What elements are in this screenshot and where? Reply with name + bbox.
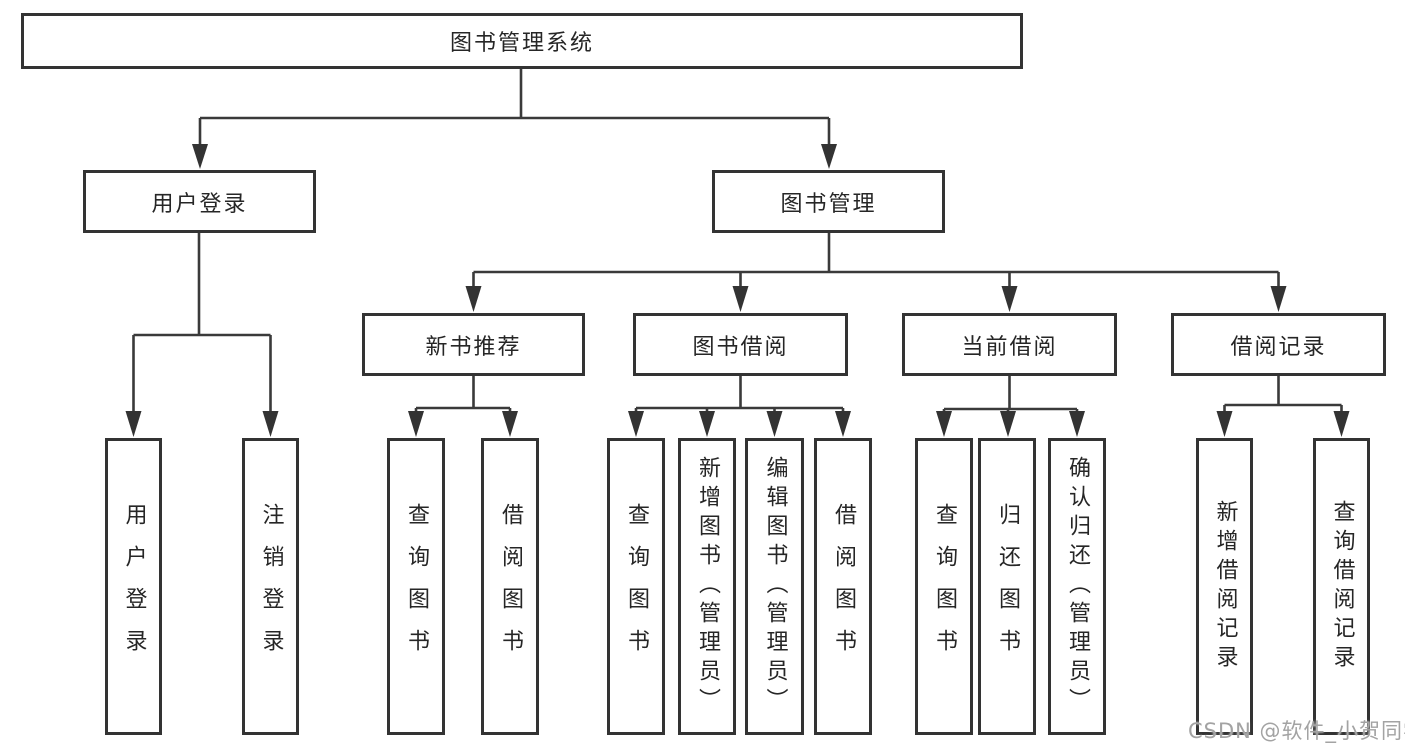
node-user-login: 用户登录 bbox=[83, 170, 316, 233]
node-nbr-query-book: 查询图书 bbox=[387, 438, 445, 735]
node-library-system: 图书管理系统 bbox=[21, 13, 1023, 69]
edge-line bbox=[132, 233, 272, 412]
node-borrow-record: 借阅记录 bbox=[1171, 313, 1386, 376]
node-cb-return-book: 归还图书 bbox=[978, 438, 1036, 735]
node-book-management: 图书管理 bbox=[712, 170, 945, 233]
node-bb-borrow-book: 借阅图书 bbox=[814, 438, 872, 735]
edge-line bbox=[198, 69, 831, 146]
edge-line bbox=[472, 233, 1280, 288]
node-bb-edit-book-admin: 编辑图书（管理员） bbox=[745, 438, 804, 735]
arrow-down-icon bbox=[835, 411, 851, 437]
arrow-down-icon bbox=[1069, 411, 1085, 437]
arrow-down-icon bbox=[628, 411, 644, 437]
edge-book-borrow-to-leaves bbox=[628, 376, 851, 437]
node-br-query-record: 查询借阅记录 bbox=[1313, 438, 1370, 735]
node-user-login-leaf: 用户登录 bbox=[105, 438, 162, 735]
node-logout-leaf: 注销登录 bbox=[242, 438, 299, 735]
edge-line bbox=[414, 376, 512, 412]
node-cb-query-book: 查询图书 bbox=[915, 438, 973, 735]
arrow-down-icon bbox=[1000, 411, 1016, 437]
node-br-add-record: 新增借阅记录 bbox=[1196, 438, 1253, 735]
arrow-down-icon bbox=[1216, 411, 1233, 437]
edge-line bbox=[634, 376, 845, 412]
arrow-down-icon bbox=[465, 286, 482, 312]
arrow-down-icon bbox=[821, 144, 837, 169]
arrow-down-icon bbox=[1333, 411, 1350, 437]
node-bb-add-book-admin: 新增图书（管理员） bbox=[678, 438, 736, 735]
node-current-borrow: 当前借阅 bbox=[902, 313, 1117, 376]
arrow-down-icon bbox=[262, 411, 279, 437]
arrow-down-icon bbox=[502, 411, 518, 437]
arrow-down-icon bbox=[936, 411, 952, 437]
watermark: CSDN @软件_小贺同学 bbox=[1188, 719, 1405, 743]
edge-book-management-to-level3 bbox=[465, 233, 1287, 312]
edge-current-borrow-to-leaves bbox=[936, 376, 1085, 437]
node-cb-confirm-return-admin: 确认归还（管理员） bbox=[1048, 438, 1106, 735]
arrow-down-icon bbox=[192, 144, 208, 169]
arrow-down-icon bbox=[1001, 286, 1018, 312]
arrow-down-icon bbox=[1270, 286, 1287, 312]
edge-root-to-level2 bbox=[192, 69, 837, 169]
node-book-borrow: 图书借阅 bbox=[633, 313, 848, 376]
edge-line bbox=[942, 376, 1079, 412]
node-bb-query-book: 查询图书 bbox=[607, 438, 665, 735]
edge-new-book-recommend-to-leaves bbox=[408, 376, 518, 437]
arrow-down-icon bbox=[125, 411, 142, 437]
node-nbr-borrow-book: 借阅图书 bbox=[481, 438, 539, 735]
arrow-down-icon bbox=[732, 286, 749, 312]
arrow-down-icon bbox=[766, 411, 783, 437]
edge-line bbox=[1223, 376, 1343, 412]
edge-borrow-record-to-leaves bbox=[1216, 376, 1350, 437]
node-new-book-recommend: 新书推荐 bbox=[362, 313, 585, 376]
edge-user-login-to-leaves bbox=[125, 233, 279, 437]
arrow-down-icon bbox=[408, 411, 424, 437]
arrow-down-icon bbox=[699, 411, 715, 437]
